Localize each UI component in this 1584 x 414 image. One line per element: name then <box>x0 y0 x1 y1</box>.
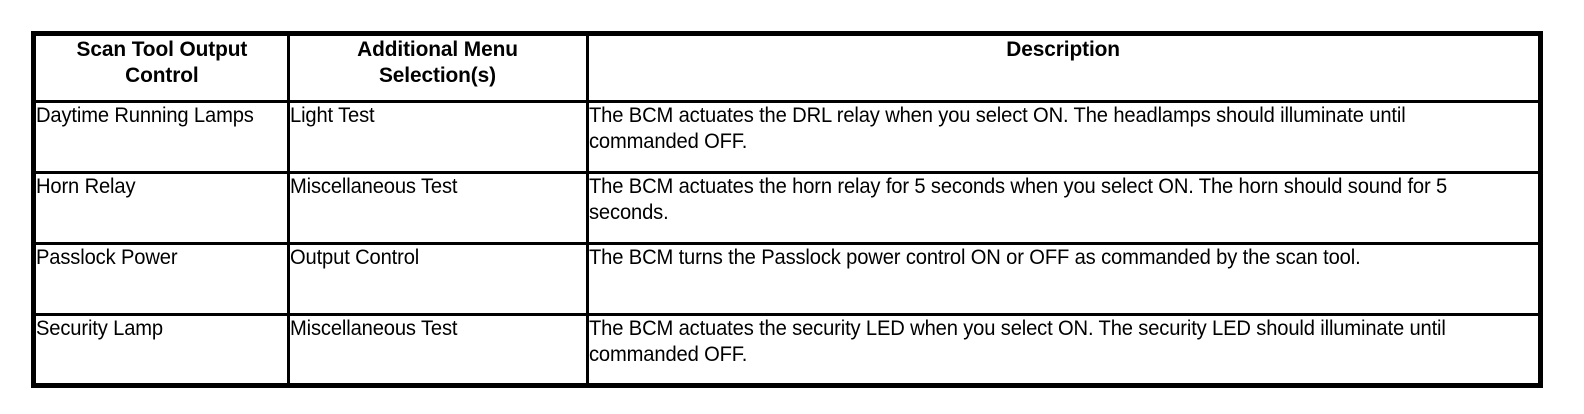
cell-text: Horn Relay <box>36 175 136 198</box>
column-header-line-1: Scan Tool Output <box>76 37 247 61</box>
table-body: Daytime Running Lamps Light Test The BCM… <box>32 100 1543 387</box>
table-row: Daytime Running Lamps Light Test The BCM… <box>32 100 1543 174</box>
column-header-line-1: Description <box>1006 37 1121 61</box>
cell-text: Output Control <box>289 246 419 269</box>
cell-description: The BCM actuates the horn relay for 5 se… <box>585 171 1543 245</box>
table-row: Security Lamp Miscellaneous Test The BCM… <box>32 313 1543 387</box>
cell-description: The BCM turns the Passlock power control… <box>585 242 1543 316</box>
cell-additional-menu-selection: Output Control <box>286 242 589 316</box>
scan-tool-output-control-table: Scan Tool Output Control Additional Menu… <box>31 31 1543 388</box>
cell-text: Miscellaneous Test <box>289 175 458 198</box>
cell-text: The BCM actuates the DRL relay when you … <box>588 104 1406 153</box>
column-header-line-2: Selection(s) <box>379 63 497 87</box>
cell-text: Daytime Running Lamps <box>36 104 254 127</box>
column-header-line-2: Control <box>124 63 199 87</box>
cell-text: The BCM turns the Passlock power control… <box>588 246 1361 269</box>
cell-description: The BCM actuates the security LED when y… <box>585 313 1543 387</box>
table-row: Horn Relay Miscellaneous Test The BCM ac… <box>32 171 1543 245</box>
cell-scan-tool-output-control: Daytime Running Lamps <box>32 100 290 174</box>
column-header-line-1: Additional Menu <box>357 37 519 61</box>
cell-scan-tool-output-control: Passlock Power <box>32 242 290 316</box>
cell-text: Miscellaneous Test <box>289 317 458 340</box>
cell-scan-tool-output-control: Horn Relay <box>32 171 290 245</box>
cell-text: The BCM actuates the security LED when y… <box>588 317 1446 366</box>
cell-text: Light Test <box>289 104 375 127</box>
table-header: Scan Tool Output Control Additional Menu… <box>34 32 1541 103</box>
cell-additional-menu-selection: Light Test <box>286 100 589 174</box>
spec-table-container: Scan Tool Output Control Additional Menu… <box>31 31 1543 388</box>
table-row: Passlock Power Output Control The BCM tu… <box>32 242 1543 316</box>
cell-description: The BCM actuates the DRL relay when you … <box>585 100 1543 174</box>
cell-additional-menu-selection: Miscellaneous Test <box>286 171 589 245</box>
cell-text: The BCM actuates the horn relay for 5 se… <box>588 175 1447 224</box>
cell-text: Security Lamp <box>36 317 163 340</box>
table-header-row: Scan Tool Output Control Additional Menu… <box>34 32 1541 103</box>
column-header-description: Description <box>600 32 1528 103</box>
cell-scan-tool-output-control: Security Lamp <box>32 313 290 387</box>
column-header-additional-menu-selections: Additional Menu Selection(s) <box>291 32 585 103</box>
cell-text: Passlock Power <box>36 246 178 269</box>
cell-additional-menu-selection: Miscellaneous Test <box>286 313 589 387</box>
column-header-scan-tool-output-control: Scan Tool Output Control <box>35 32 286 103</box>
